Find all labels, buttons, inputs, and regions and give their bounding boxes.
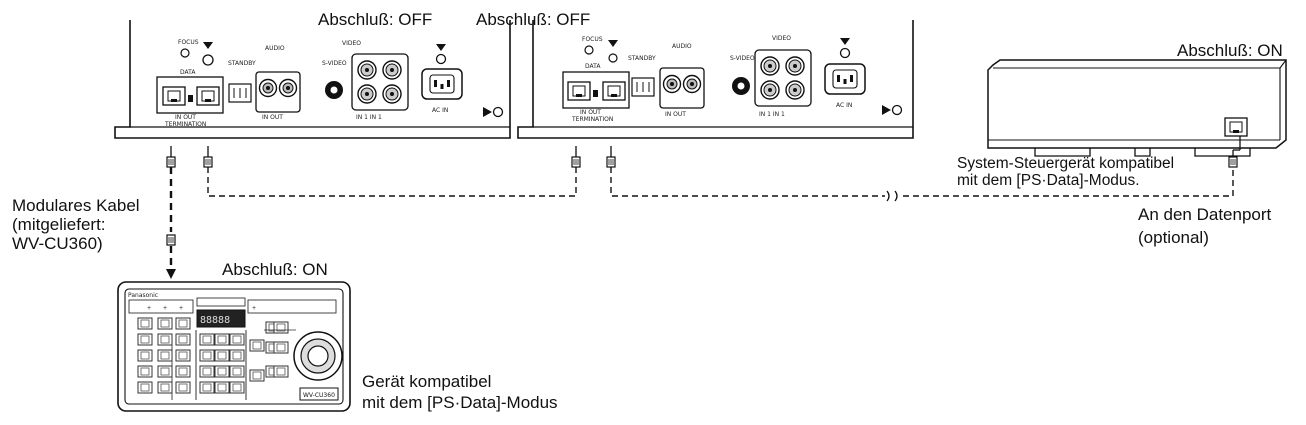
standby-text: STANDBY xyxy=(228,60,256,67)
focus-indicator-icon xyxy=(180,48,190,58)
svg-text:+: + xyxy=(179,305,183,312)
svg-text:STANDBY: STANDBY xyxy=(628,55,656,62)
controller-device-label-line2: mit dem [PS·Data]-Modus xyxy=(362,393,558,412)
cable-lines xyxy=(166,136,1241,279)
ground-icon xyxy=(435,53,447,65)
s-video-text: S-VIDEO xyxy=(322,60,347,67)
svg-text:TERMINATION: TERMINATION xyxy=(571,116,613,123)
down-arrow-icon xyxy=(608,40,618,47)
svg-text:VIDEO: VIDEO xyxy=(772,35,791,42)
model-badge: WV-CU360 xyxy=(303,392,335,399)
down-arrow-icon xyxy=(840,38,850,45)
termination-switch xyxy=(593,90,598,97)
svg-text:IN OUT: IN OUT xyxy=(665,111,686,118)
dataport-label-line2: (optional) xyxy=(1138,228,1209,247)
data-out-jack xyxy=(602,81,626,101)
system-termination-label: Abschluß: ON xyxy=(1177,41,1283,60)
ground-screw-icon xyxy=(202,54,214,66)
controller-termination-label: Abschluß: ON xyxy=(222,260,328,279)
in-out-text: IN OUT xyxy=(175,114,196,121)
svg-text:+: + xyxy=(252,305,256,312)
system-device-label-line1: System-Steuergerät kompatibel xyxy=(957,155,1175,172)
ground-icon xyxy=(839,47,851,59)
svg-text:IN 1 IN 1: IN 1 IN 1 xyxy=(356,114,382,121)
camera-1-rear-panel: FOCUS DATA IN OUT TERMINATION STANDBY AU… xyxy=(114,20,511,139)
camera-2-termination-label: Abschluß: OFF xyxy=(476,10,591,29)
arrow-down-icon xyxy=(166,269,176,279)
ac-in-text: AC IN xyxy=(432,107,448,114)
svg-text:+: + xyxy=(163,305,167,312)
camera-1-termination-label: Abschluß: OFF xyxy=(318,10,433,29)
down-arrow-icon xyxy=(436,44,446,51)
termination-text: TERMINATION xyxy=(164,121,206,128)
cable-label-line2: (mitgeliefert: xyxy=(12,215,106,234)
data-out-jack xyxy=(196,86,220,106)
cable-label-line1: Modulares Kabel xyxy=(12,196,140,215)
data-in-jack xyxy=(567,81,591,101)
audio-text: AUDIO xyxy=(265,45,285,52)
focus-text: FOCUS xyxy=(178,39,199,46)
focus-indicator-icon xyxy=(584,45,594,55)
svg-text:DATA: DATA xyxy=(585,63,601,70)
svg-text:+: + xyxy=(147,305,151,312)
controller-device-label-line1: Gerät kompatibel xyxy=(362,372,492,391)
data-in-jack xyxy=(162,86,186,106)
down-arrow-icon xyxy=(203,42,213,49)
brand-text: Panasonic xyxy=(128,292,158,299)
svg-text:AUDIO: AUDIO xyxy=(672,43,692,50)
system-controller-box xyxy=(987,59,1287,157)
video-text: VIDEO xyxy=(342,40,361,47)
svg-text:IN OUT: IN OUT xyxy=(262,114,283,121)
svg-text:88888: 88888 xyxy=(200,315,230,326)
controller-wv-cu360: Panasonic + + + + 88888 WV-CU360 xyxy=(117,281,351,412)
svg-text:S-VIDEO: S-VIDEO xyxy=(730,55,755,62)
dataport-label-line1: An den Datenport xyxy=(1138,205,1272,224)
svg-text:IN OUT: IN OUT xyxy=(580,109,601,116)
camera-2-rear-panel: FOCUS DATA IN OUT TERMINATION STANDBY AU… xyxy=(517,20,914,139)
system-device-label-line2: mit dem [PS·Data]-Modus. xyxy=(957,172,1140,189)
data-port-jack xyxy=(1224,117,1248,137)
svg-text:IN 1 IN 1: IN 1 IN 1 xyxy=(759,111,785,118)
data-text: DATA xyxy=(180,69,196,76)
termination-switch xyxy=(188,95,193,102)
svg-text:FOCUS: FOCUS xyxy=(582,36,603,43)
lcd-display xyxy=(196,309,246,328)
cable-label-line3: WV-CU360) xyxy=(12,234,103,253)
ground-screw-icon xyxy=(608,53,618,63)
svg-text:AC IN: AC IN xyxy=(836,102,852,109)
